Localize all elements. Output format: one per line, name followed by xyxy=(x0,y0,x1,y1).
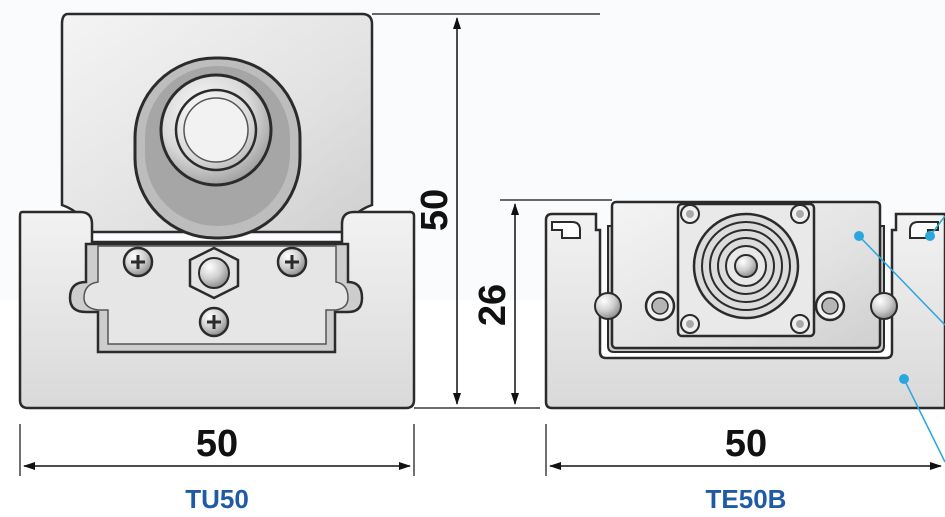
te50b-rail xyxy=(544,212,945,410)
te50b-bolt-icon xyxy=(814,290,846,322)
te50b-width-dimension: 50 xyxy=(725,423,767,465)
te50b-ball-icon xyxy=(870,292,898,320)
te50b-roller-bearing-icon xyxy=(692,212,800,320)
tu50-figure: 50 50 TU50 xyxy=(18,12,600,514)
phillips-screw-icon xyxy=(122,246,154,278)
tu50-model-label: TU50 xyxy=(185,484,249,514)
tu50-width-dimension: 50 xyxy=(196,423,238,465)
callout-dot-icon xyxy=(899,374,945,463)
te50b-model-label: TE50B xyxy=(706,484,787,514)
hex-nut-icon xyxy=(188,246,240,300)
tu50-height-dimension: 50 xyxy=(414,189,456,231)
callout-dot-icon xyxy=(925,215,945,241)
te50b-figure: 26 50 TE50B xyxy=(472,199,945,514)
phillips-screw-icon xyxy=(276,246,308,278)
callout-dot-icon xyxy=(854,231,945,326)
te50b-height-dimension: 26 xyxy=(472,284,514,326)
te50b-bolt-icon xyxy=(644,290,676,322)
phillips-screw-icon xyxy=(198,306,230,338)
te50b-ball-icon xyxy=(594,292,622,320)
